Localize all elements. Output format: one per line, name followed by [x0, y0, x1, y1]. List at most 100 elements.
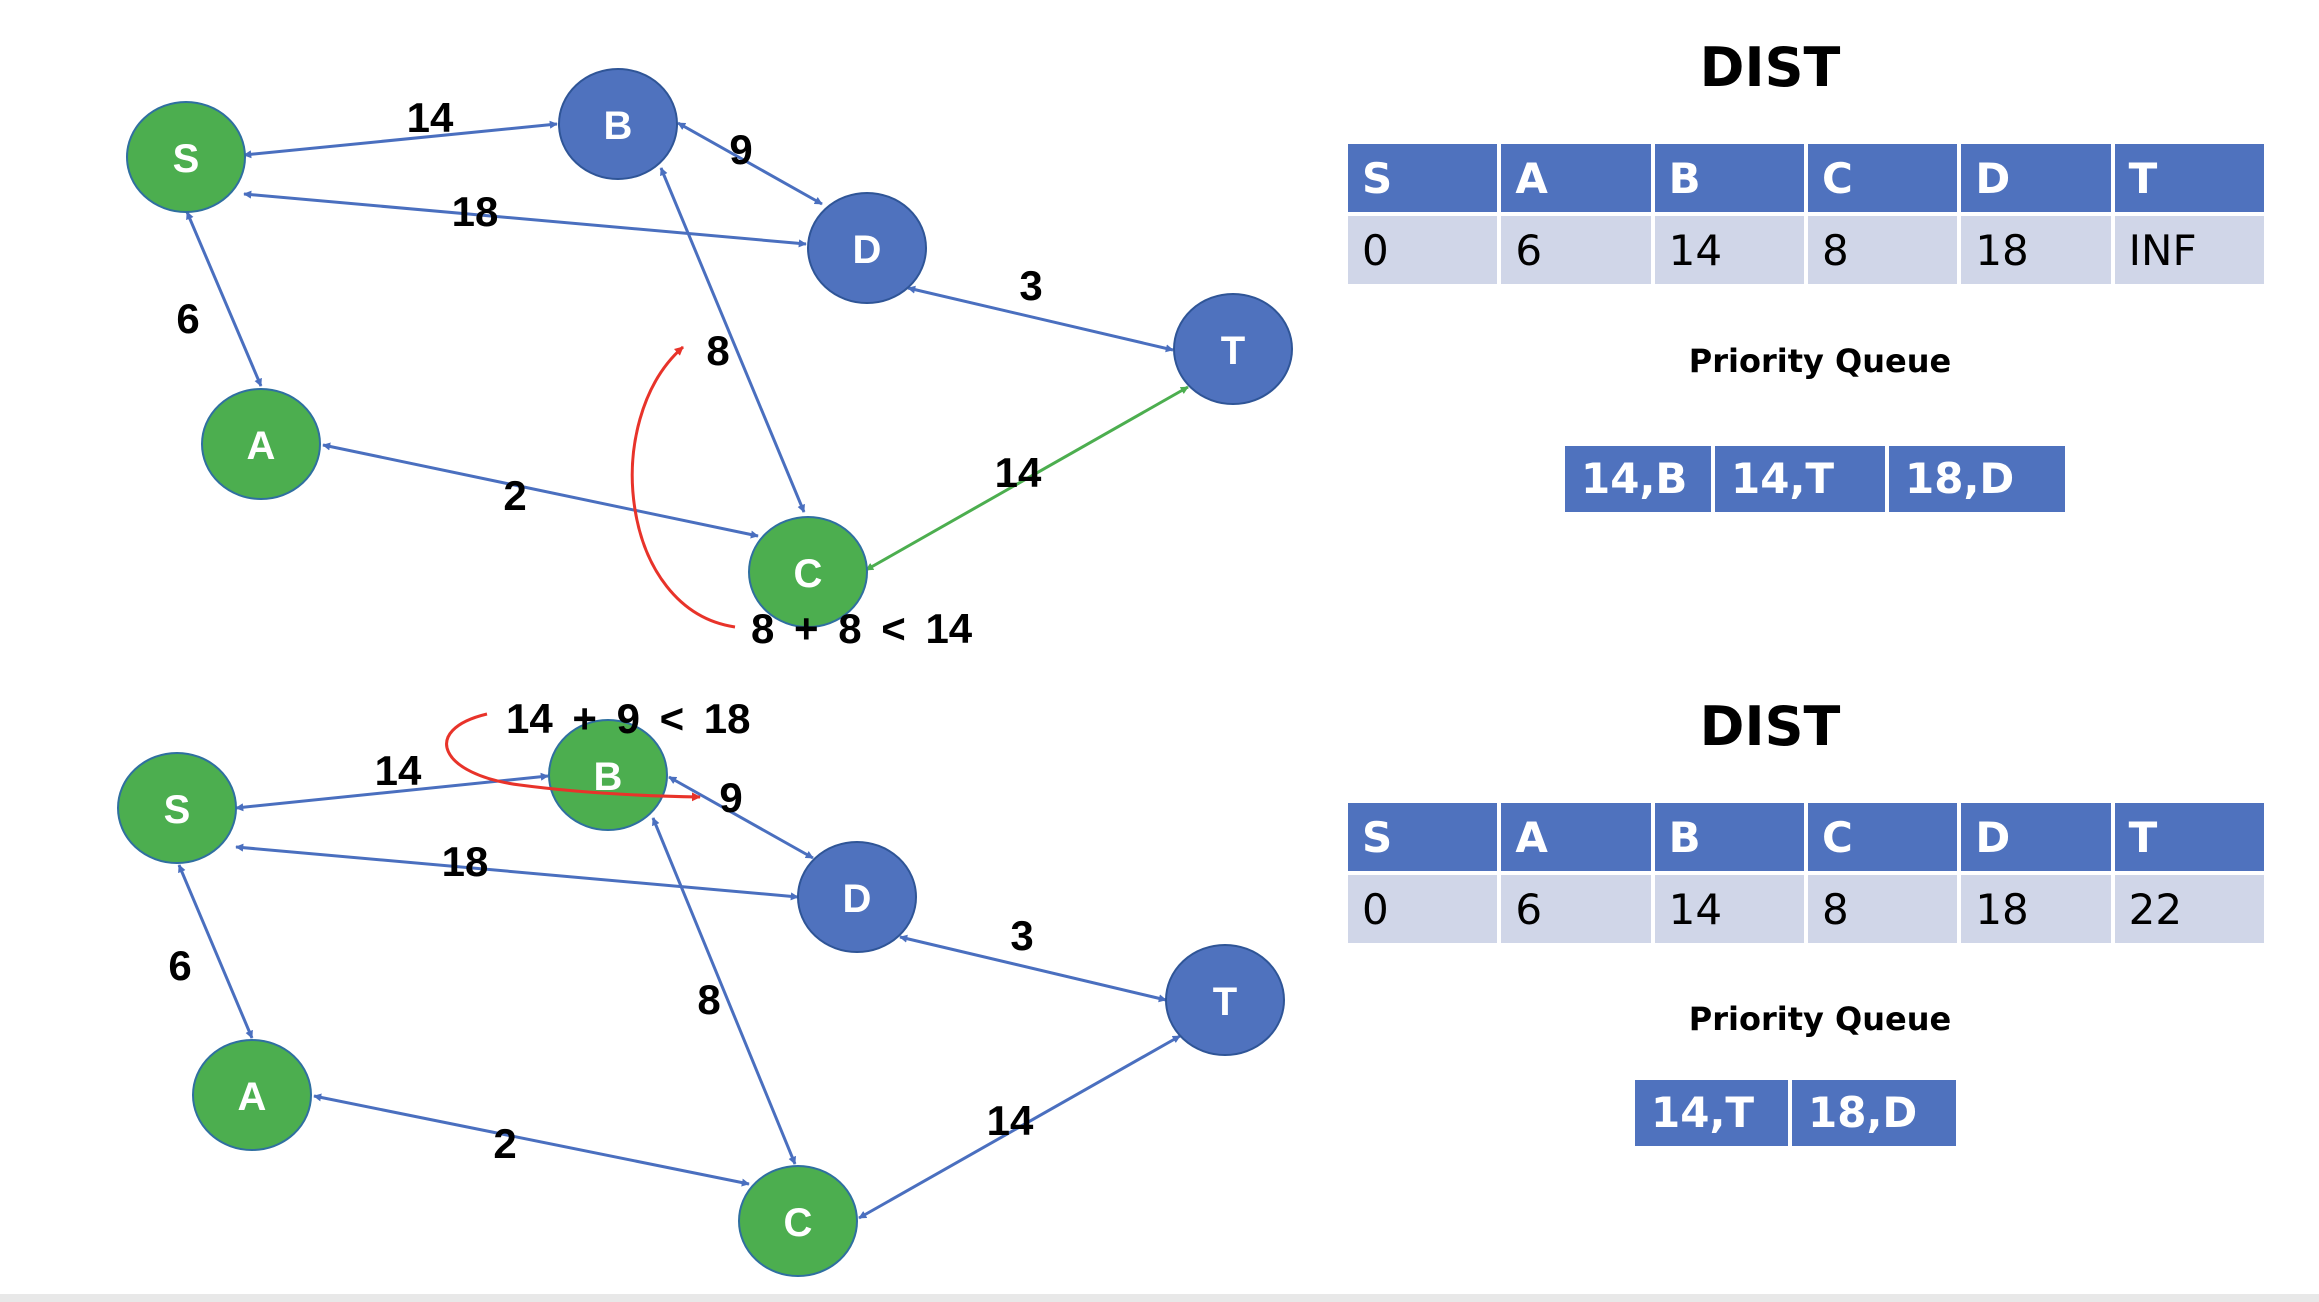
node-a: A: [201, 388, 321, 500]
weight-s-b: 14: [375, 747, 422, 794]
edge-d-t: [907, 285, 1174, 353]
edge-s-b: [243, 120, 558, 159]
edge-s-a: [185, 211, 263, 387]
dist-table: S A B C D T 0 6 14 8 18 INF: [1344, 144, 2268, 284]
weight-s-a: 6: [176, 295, 199, 342]
node-label: T: [1221, 329, 1245, 373]
node-d: D: [807, 192, 927, 304]
weight-b-c: 8: [706, 327, 729, 374]
node-label: C: [794, 552, 823, 596]
node-label: C: [784, 1201, 813, 1245]
dist-value-d: 18: [1961, 875, 2111, 943]
node-c: C: [748, 516, 868, 628]
priority-queue-title: Priority Queue: [1688, 1000, 1952, 1038]
node-label: D: [843, 877, 872, 921]
weight-a-c: 2: [493, 1120, 516, 1167]
relax-note: 14 + 9 < 18: [506, 695, 751, 742]
queue-item: 18,D: [1889, 446, 2065, 512]
node-t: T: [1173, 293, 1293, 405]
dist-header-a: A: [1501, 144, 1651, 216]
node-a: A: [192, 1039, 312, 1151]
dist-title: DIST: [1699, 695, 1841, 758]
weight-c-t: 14: [987, 1097, 1034, 1144]
queue-item: 14,T: [1715, 446, 1885, 512]
node-s: S: [126, 101, 246, 213]
bottom-graph: S B D T A C 14 18 6 9 8 2: [117, 695, 1285, 1277]
edge-d-t: [899, 934, 1167, 1003]
node-label: D: [853, 228, 882, 272]
node-label: S: [164, 788, 191, 832]
weight-a-c: 2: [503, 472, 526, 519]
dist-header-s: S: [1348, 144, 1498, 216]
weight-b-d: 9: [729, 126, 752, 173]
weight-s-d: 18: [442, 838, 489, 885]
relax-note: 8 + 8 < 14: [751, 605, 973, 652]
node-label: A: [247, 424, 276, 468]
dist-value-b: 14: [1654, 216, 1804, 284]
edge-a-c: [322, 442, 759, 539]
queue-item: 14,B: [1565, 446, 1711, 512]
dist-title: DIST: [1699, 36, 1841, 99]
dist-value-c: 8: [1807, 875, 1958, 943]
dist-header-b: B: [1654, 144, 1804, 216]
dist-header-a: A: [1501, 803, 1651, 875]
node-label: T: [1213, 980, 1237, 1024]
node-d: D: [797, 841, 917, 953]
weight-b-d: 9: [719, 774, 742, 821]
dist-header-b: B: [1654, 803, 1804, 875]
top-graph: S B D T A C 14 18 6 9 8 2 3: [126, 68, 1293, 652]
weight-d-t: 3: [1019, 262, 1042, 309]
dist-header-t: T: [2114, 803, 2264, 875]
node-label: A: [238, 1075, 267, 1119]
edge-s-d: [235, 843, 799, 901]
node-s: S: [117, 752, 237, 864]
dist-value-t: INF: [2114, 216, 2264, 284]
dist-header-t: T: [2114, 144, 2264, 216]
relax-arrow: [630, 345, 736, 629]
edge-b-c: [659, 167, 806, 513]
edge-s-d: [243, 190, 807, 248]
dist-value-row: 0 6 14 8 18 22: [1348, 875, 2264, 943]
node-label: B: [604, 104, 633, 148]
weight-s-d: 18: [452, 188, 499, 235]
weight-c-t: 14: [995, 449, 1042, 496]
queue-item: 14,T: [1635, 1080, 1788, 1146]
queue-item: 18,D: [1792, 1080, 1956, 1146]
edge-c-t: [858, 1034, 1181, 1220]
dist-header-d: D: [1961, 803, 2111, 875]
node-label: S: [173, 137, 200, 181]
weight-b-c: 8: [697, 976, 720, 1023]
edge-b-c: [651, 817, 797, 1165]
priority-queue-title: Priority Queue: [1688, 342, 1952, 380]
weight-s-a: 6: [168, 942, 191, 989]
node-c: C: [738, 1165, 858, 1277]
dist-header-row: S A B C D T: [1348, 144, 2264, 216]
dist-value-a: 6: [1501, 875, 1651, 943]
edge-s-a: [177, 864, 254, 1039]
node-b: B: [558, 68, 678, 180]
edge-c-t: [865, 385, 1189, 572]
dist-table: S A B C D T 0 6 14 8 18 22: [1344, 803, 2268, 943]
bottom-bar: [0, 1294, 2319, 1302]
dist-header-d: D: [1961, 144, 2111, 216]
dist-value-s: 0: [1348, 216, 1498, 284]
relax-arrow: [445, 712, 701, 802]
dist-value-d: 18: [1961, 216, 2111, 284]
dist-value-a: 6: [1501, 216, 1651, 284]
edge-a-c: [313, 1093, 750, 1187]
dist-value-s: 0: [1348, 875, 1498, 943]
dist-header-s: S: [1348, 803, 1498, 875]
weight-d-t: 3: [1010, 912, 1033, 959]
priority-queue: 14,B 14,T 18,D: [1565, 446, 2065, 512]
dist-header-c: C: [1807, 144, 1958, 216]
dist-value-b: 14: [1654, 875, 1804, 943]
dist-header-row: S A B C D T: [1348, 803, 2264, 875]
dist-value-row: 0 6 14 8 18 INF: [1348, 216, 2264, 284]
dist-header-c: C: [1807, 803, 1958, 875]
node-t: T: [1165, 944, 1285, 1056]
priority-queue: 14,T 18,D: [1635, 1080, 1956, 1146]
dist-value-t: 22: [2114, 875, 2264, 943]
weight-s-b: 14: [407, 94, 454, 141]
dist-value-c: 8: [1807, 216, 1958, 284]
